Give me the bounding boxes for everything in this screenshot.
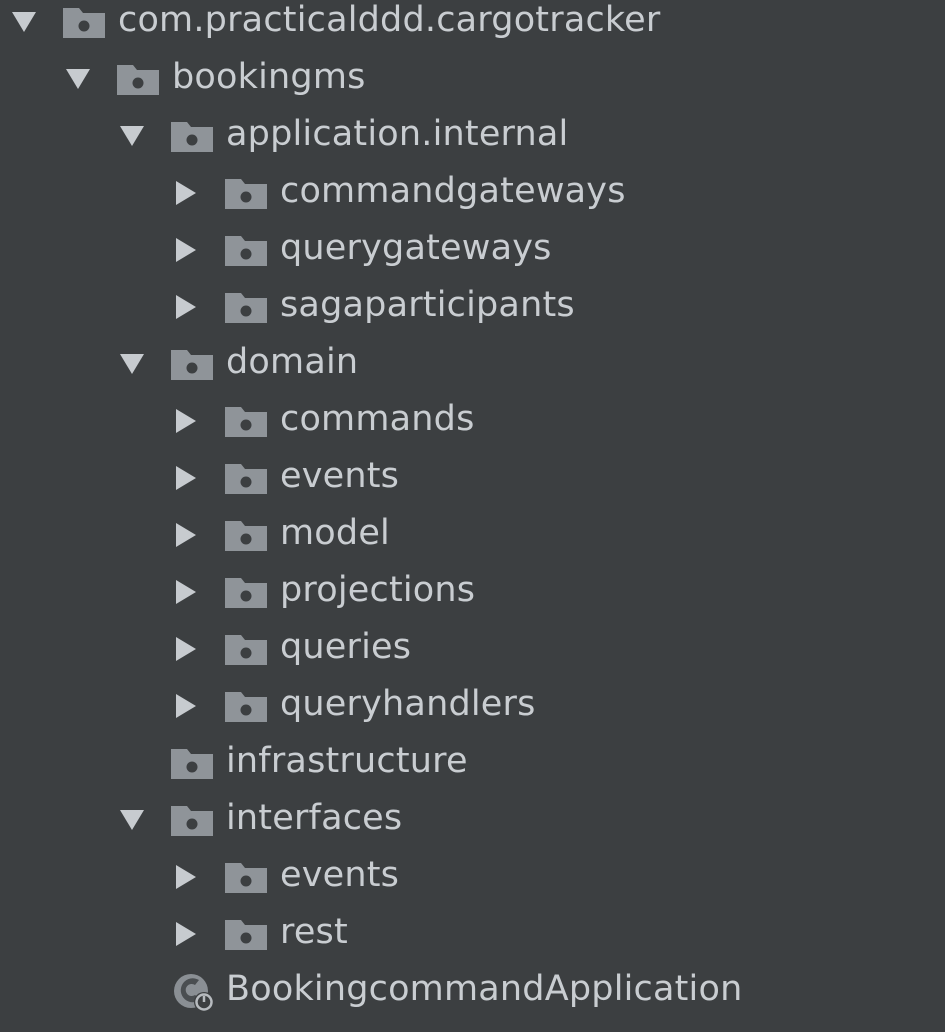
package-folder-icon bbox=[225, 519, 267, 551]
package-folder-icon bbox=[171, 120, 213, 152]
tree-node-label: domain bbox=[226, 342, 359, 382]
package-folder-icon bbox=[171, 348, 213, 380]
tree-node-sagaparticipants[interactable]: sagaparticipants bbox=[0, 277, 945, 334]
spring-boot-class-icon bbox=[171, 971, 219, 1013]
tree-node-queries[interactable]: queries bbox=[0, 619, 945, 676]
tree-node-label: application.internal bbox=[226, 114, 569, 154]
package-folder-icon bbox=[171, 747, 213, 779]
expand-arrow-right-icon[interactable] bbox=[172, 635, 200, 663]
tree-node-label: sagaparticipants bbox=[280, 285, 575, 325]
expand-arrow-down-icon[interactable] bbox=[118, 350, 146, 378]
expand-arrow-right-icon[interactable] bbox=[172, 920, 200, 948]
tree-node-root[interactable]: com.practicalddd.cargotracker bbox=[0, 0, 945, 49]
tree-node-domain[interactable]: domain bbox=[0, 334, 945, 391]
tree-node-label: querygateways bbox=[280, 228, 552, 268]
tree-node-label: bookingms bbox=[172, 57, 366, 97]
tree-node-label: commands bbox=[280, 399, 475, 439]
tree-node-label: infrastructure bbox=[226, 741, 468, 781]
expand-arrow-right-icon[interactable] bbox=[172, 407, 200, 435]
package-folder-icon bbox=[225, 291, 267, 323]
tree-node-label: interfaces bbox=[226, 798, 403, 838]
expand-arrow-right-icon[interactable] bbox=[172, 464, 200, 492]
tree-node-label: commandgateways bbox=[280, 171, 626, 211]
tree-node-label: events bbox=[280, 855, 400, 895]
expand-arrow-down-icon[interactable] bbox=[10, 8, 38, 36]
tree-node-label: BookingcommandApplication bbox=[226, 969, 743, 1009]
package-folder-icon bbox=[225, 576, 267, 608]
package-folder-icon bbox=[225, 177, 267, 209]
tree-node-booking-command-application[interactable]: BookingcommandApplication bbox=[0, 961, 945, 1018]
package-folder-icon bbox=[225, 690, 267, 722]
expand-arrow-right-icon[interactable] bbox=[172, 179, 200, 207]
tree-node-querygateways[interactable]: querygateways bbox=[0, 220, 945, 277]
tree-node-rest[interactable]: rest bbox=[0, 904, 945, 961]
tree-node-domain-events[interactable]: events bbox=[0, 448, 945, 505]
expand-arrow-right-icon[interactable] bbox=[172, 692, 200, 720]
tree-node-application-internal[interactable]: application.internal bbox=[0, 106, 945, 163]
tree-node-bookingms[interactable]: bookingms bbox=[0, 49, 945, 106]
tree-node-model[interactable]: model bbox=[0, 505, 945, 562]
tree-node-label: com.practicalddd.cargotracker bbox=[118, 0, 661, 40]
tree-node-label: events bbox=[280, 456, 400, 496]
expand-arrow-down-icon[interactable] bbox=[118, 806, 146, 834]
tree-node-infrastructure[interactable]: infrastructure bbox=[0, 733, 945, 790]
tree-node-queryhandlers[interactable]: queryhandlers bbox=[0, 676, 945, 733]
package-folder-icon bbox=[225, 633, 267, 665]
package-folder-icon bbox=[117, 63, 159, 95]
package-folder-icon bbox=[171, 804, 213, 836]
expand-arrow-down-icon[interactable] bbox=[118, 122, 146, 150]
expand-arrow-right-icon[interactable] bbox=[172, 236, 200, 264]
tree-node-commands[interactable]: commands bbox=[0, 391, 945, 448]
tree-node-label: projections bbox=[280, 570, 476, 610]
tree-node-interfaces-events[interactable]: events bbox=[0, 847, 945, 904]
expand-arrow-right-icon[interactable] bbox=[172, 863, 200, 891]
tree-node-label: model bbox=[280, 513, 390, 553]
package-folder-icon bbox=[225, 861, 267, 893]
expand-arrow-right-icon[interactable] bbox=[172, 293, 200, 321]
tree-node-label: queryhandlers bbox=[280, 684, 536, 724]
package-folder-icon bbox=[225, 405, 267, 437]
expand-arrow-right-icon[interactable] bbox=[172, 521, 200, 549]
package-folder-icon bbox=[225, 234, 267, 266]
tree-node-label: queries bbox=[280, 627, 412, 667]
expand-arrow-right-icon[interactable] bbox=[172, 578, 200, 606]
package-folder-icon bbox=[225, 918, 267, 950]
package-folder-icon bbox=[225, 462, 267, 494]
expand-arrow-down-icon[interactable] bbox=[64, 65, 92, 93]
package-folder-icon bbox=[63, 6, 105, 38]
tree-node-projections[interactable]: projections bbox=[0, 562, 945, 619]
tree-node-commandgateways[interactable]: commandgateways bbox=[0, 163, 945, 220]
tree-node-label: rest bbox=[280, 912, 348, 952]
tree-node-interfaces[interactable]: interfaces bbox=[0, 790, 945, 847]
